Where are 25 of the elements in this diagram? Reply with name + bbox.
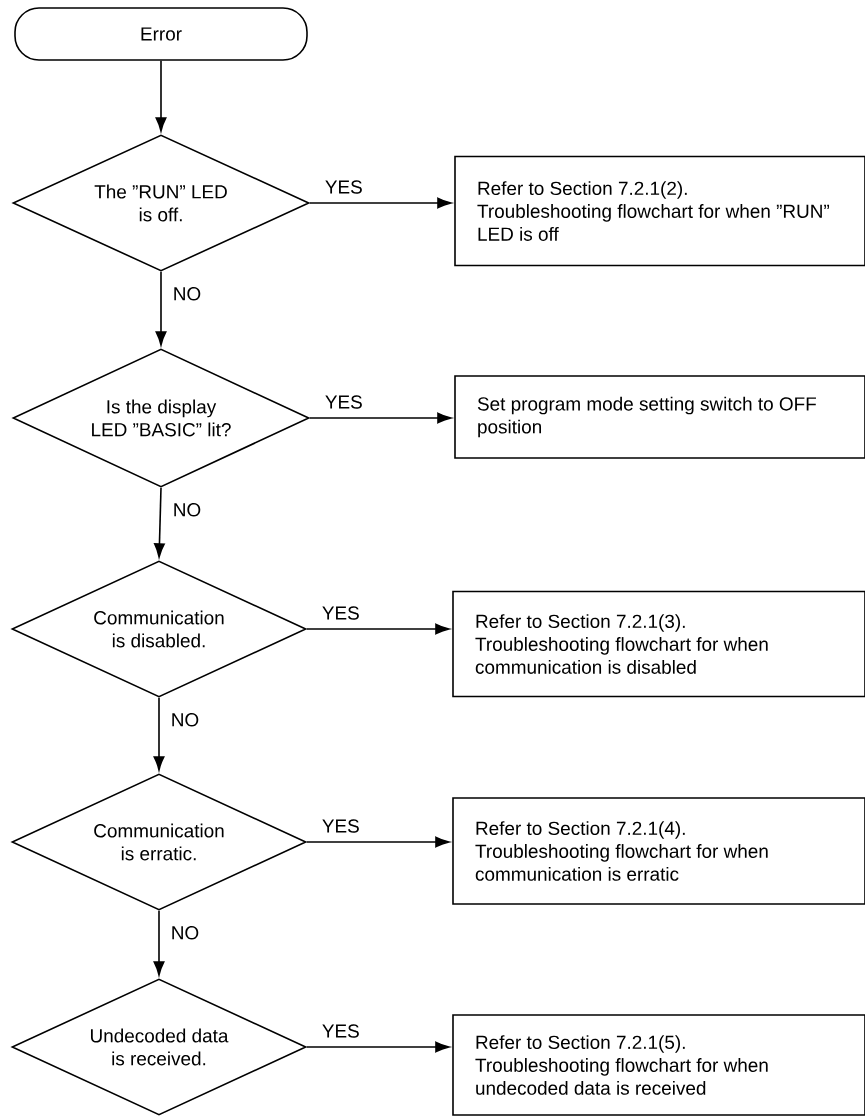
arrow — [309, 197, 452, 209]
edge-label: YES — [323, 179, 364, 195]
edge-label: NO — [169, 712, 201, 728]
arrow — [154, 487, 165, 558]
edge-label: YES — [323, 394, 364, 410]
process-box: Refer to Section 7.2.1(5). Troubleshooting flowchart for when undecoded data is received — [452, 1014, 865, 1116]
arrow — [153, 697, 165, 771]
arrow — [153, 910, 165, 976]
edge-label: NO — [171, 502, 203, 518]
process-box: Set program mode setting switch to OFF position — [454, 375, 865, 459]
arrow — [306, 623, 450, 635]
edge-label: YES — [320, 1023, 361, 1039]
edge-label: NO — [169, 925, 201, 941]
terminal-box: Error — [14, 7, 308, 61]
arrow — [306, 836, 450, 848]
process-box: Refer to Section 7.2.1(2). Troubleshooting flowchart for when ”RUN” LED is off — [454, 155, 865, 267]
arrow — [309, 412, 452, 424]
process-box: Refer to Section 7.2.1(3). Troubleshooting flowchart for when communication is disabled — [452, 590, 865, 698]
arrow — [155, 271, 167, 346]
process-box: Refer to Section 7.2.1(4). Troubleshooting flowchart for when communication is erratic — [452, 797, 865, 905]
edge-label: NO — [171, 286, 203, 302]
arrow — [155, 60, 167, 132]
arrow — [306, 1041, 450, 1053]
edge-label: YES — [320, 605, 361, 621]
edge-label: YES — [320, 818, 361, 834]
